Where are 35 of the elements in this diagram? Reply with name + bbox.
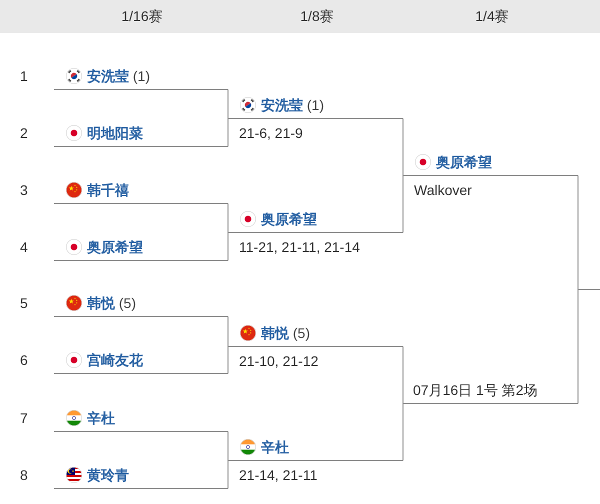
match-result: 11-21, 21-11, 21-14 [239,238,360,256]
player-name: 奥原希望 [261,210,317,228]
player-name: 韩千禧 [87,181,129,199]
match-schedule: 07月16日 1号 第2场 [413,381,538,399]
match-result: 21-10, 21-12 [239,352,318,370]
column-header: 1/8赛 [300,7,334,25]
row-number: 3 [20,181,28,199]
match-result: 21-14, 21-11 [239,466,318,484]
row-number: 6 [20,351,28,369]
bracket-line [402,346,404,404]
player-name: 安洗莹 (1) [261,96,324,114]
bracket-line [402,175,404,233]
row-number: 8 [20,466,28,484]
match-result: 21-6, 21-9 [239,124,303,142]
row-number: 4 [20,238,28,256]
player-name: 韩悦 (5) [87,294,136,312]
row-number: 1 [20,67,28,85]
row-number: 7 [20,409,28,427]
row-number: 5 [20,294,28,312]
player-name: 奥原希望 [87,238,143,256]
bracket-line [578,289,600,404]
bracket-line [402,118,404,176]
match-result: Walkover [414,181,472,199]
row-number: 2 [20,124,28,142]
player-name: 安洗莹 (1) [87,67,150,85]
bracket-line [402,403,404,461]
player-name: 韩悦 (5) [261,324,310,342]
player-name: 黄玲青 [87,466,129,484]
column-header: 1/4赛 [475,7,509,25]
player-name: 辛杜 [261,438,289,456]
player-name: 辛杜 [87,409,115,427]
column-header: 1/16赛 [121,7,163,25]
player-name: 明地阳菜 [87,124,143,142]
player-name: 宫崎友花 [87,351,143,369]
player-name: 奥原希望 [436,153,492,171]
